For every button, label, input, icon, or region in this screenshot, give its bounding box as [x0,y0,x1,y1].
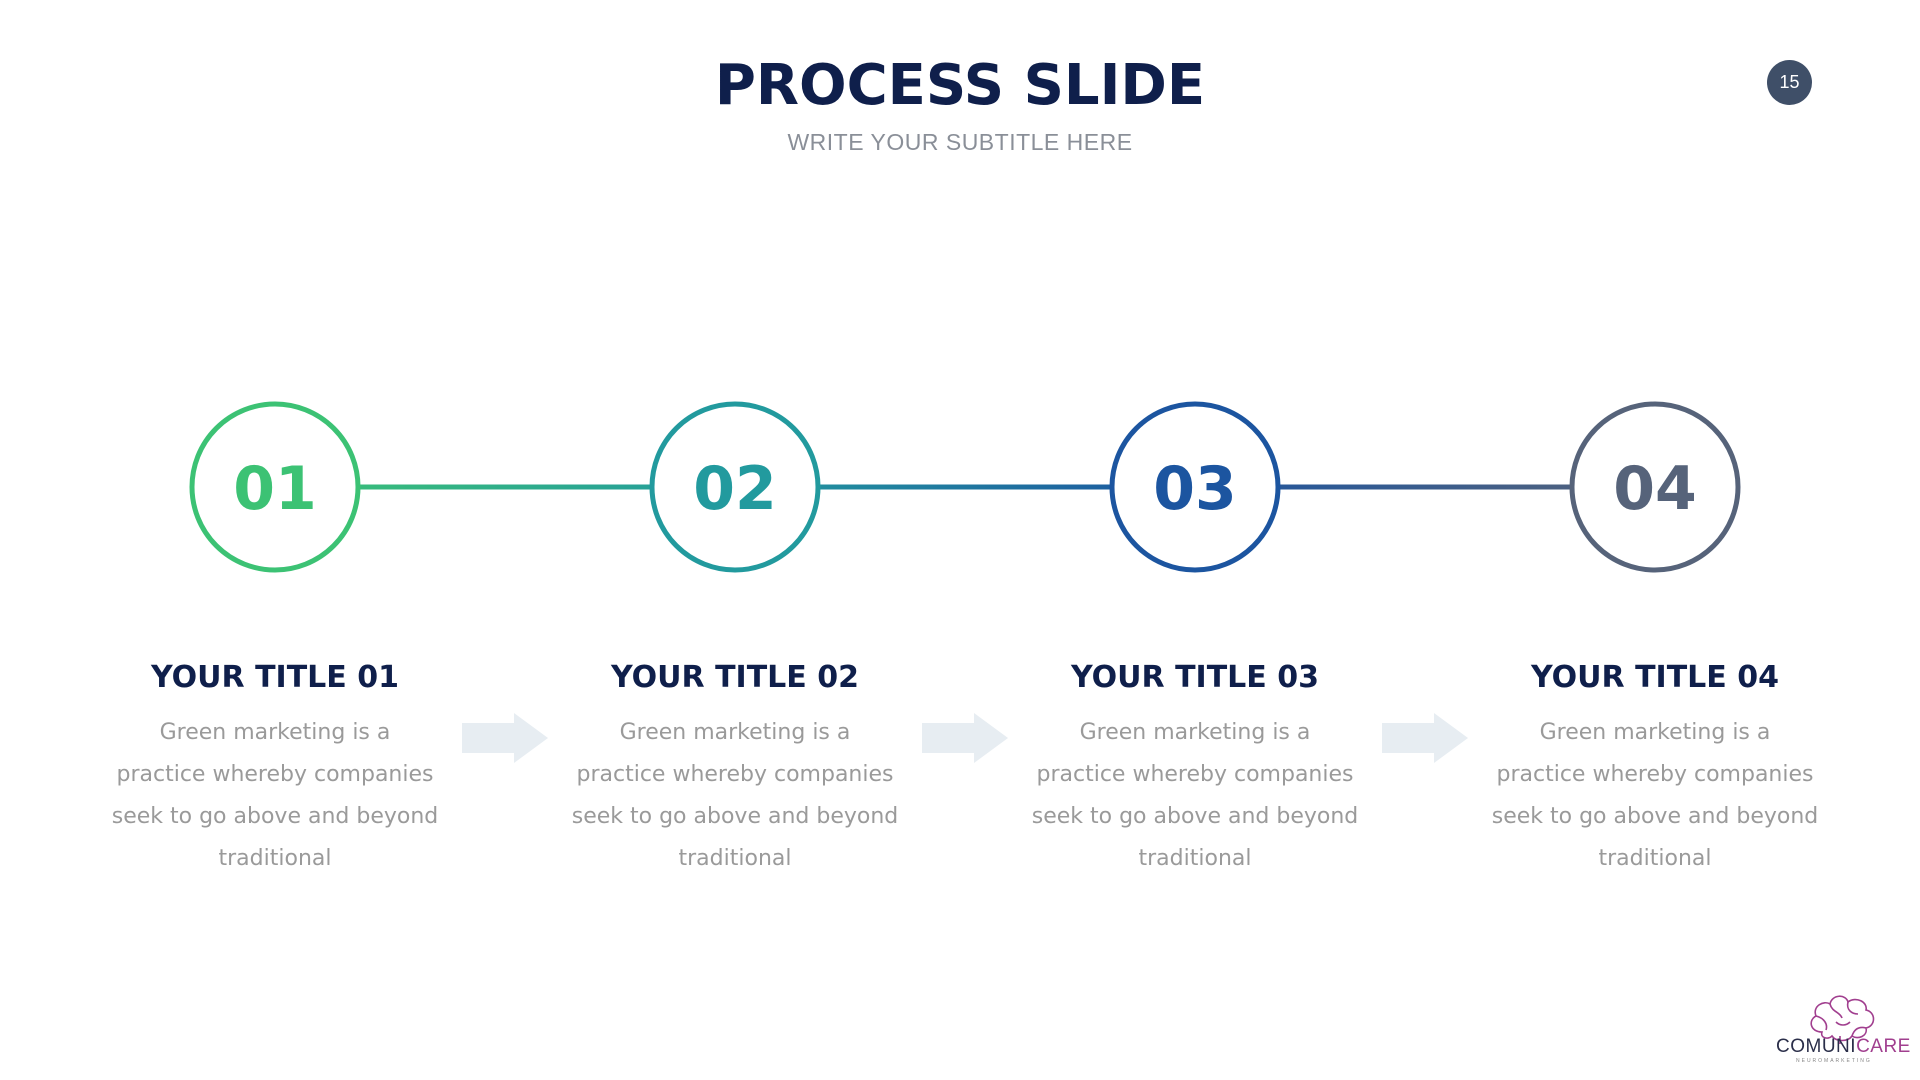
step-description-line: practice whereby companies [1036,762,1354,787]
step-description-3: Green marketing is a practice whereby com… [1030,712,1360,880]
step-description-4: Green marketing is a practice whereby com… [1490,712,1820,880]
step-description-line: traditional [218,846,332,871]
step-number-2: 02 [693,454,777,524]
step-description-line: Green marketing is a [619,720,851,745]
step-description-2: Green marketing is a practice whereby com… [570,712,900,880]
step-description-line: Green marketing is a [1539,720,1771,745]
step-number-3: 03 [1153,454,1237,524]
step-number-4: 04 [1613,454,1697,524]
step-title-3: YOUR TITLE 03 [1071,660,1319,695]
step-description-line: Green marketing is a [159,720,391,745]
step-circle-1 [189,401,361,573]
logo-text-part1: COMUNI [1776,1036,1857,1057]
step-description-line: seek to go above and beyond [111,804,439,829]
step-description-line: practice whereby companies [1496,762,1814,787]
arrow-right-icon [1382,713,1468,763]
step-description-line: seek to go above and beyond [571,804,899,829]
step-description-line: traditional [1138,846,1252,871]
arrow-right-icon [462,713,548,763]
step-description-line: Green marketing is a [1079,720,1311,745]
logo-wordmark: COMUNICARE [1776,1036,1916,1058]
step-description-line: practice whereby companies [576,762,894,787]
slide-title: PROCESS SLIDE [714,53,1206,118]
step-title-2: YOUR TITLE 02 [611,660,859,695]
step-circle-4 [1569,401,1741,573]
step-description-1: Green marketing is a practice whereby com… [110,712,440,880]
step-title-4: YOUR TITLE 04 [1531,660,1779,695]
slide-subtitle: WRITE YOUR SUBTITLE HERE [787,129,1133,155]
step-description-line: traditional [1598,846,1712,871]
step-number-1: 01 [233,454,317,524]
step-description-line: practice whereby companies [116,762,434,787]
step-description-line: seek to go above and beyond [1491,804,1819,829]
step-description-line: seek to go above and beyond [1031,804,1359,829]
logo-text-part2: CARE [1856,1036,1911,1057]
brain-icon [1810,995,1875,1044]
logo-tagline: NEUROMARKETING [1796,1058,1872,1064]
step-circle-2 [649,401,821,573]
step-description-line: traditional [678,846,792,871]
step-title-1: YOUR TITLE 01 [151,660,399,695]
step-circle-3 [1109,401,1281,573]
arrow-right-icon [922,713,1008,763]
page-number-badge: 15 [1767,60,1812,105]
